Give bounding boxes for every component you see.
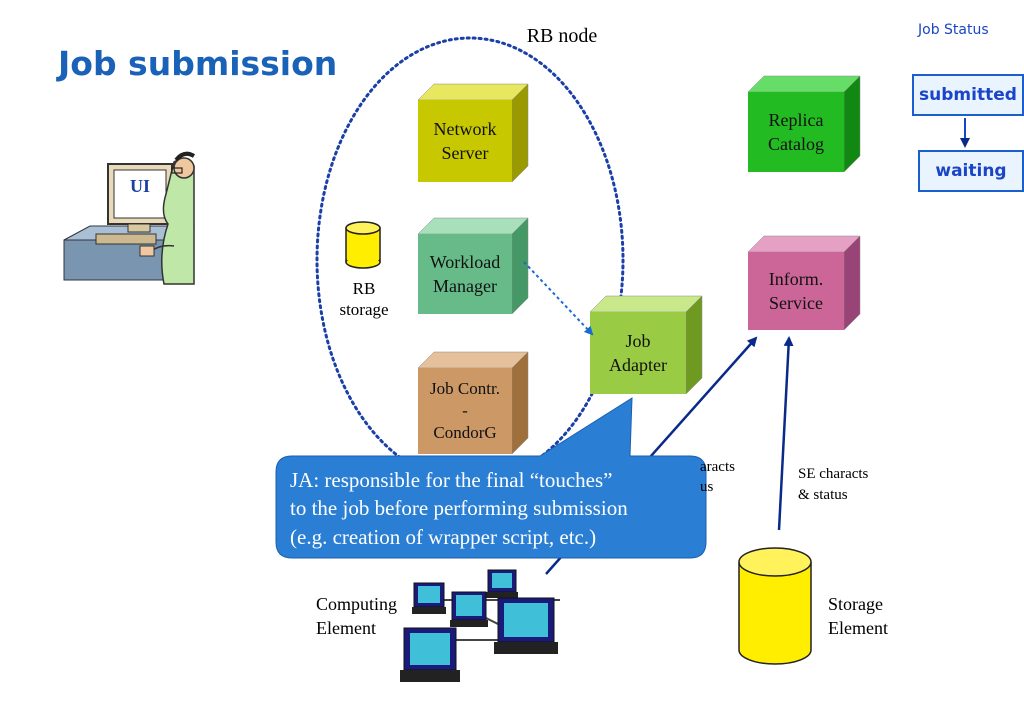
job-controller-label: Job Contr. - CondorG [430,378,500,443]
ui-label: UI [129,176,150,196]
status-waiting: waiting [918,150,1024,192]
job-adapter-box [589,295,703,395]
page-title: Job submission [58,44,338,83]
rb-storage-cylinder [345,221,381,269]
rb-node-label: RB node [526,25,598,47]
se-to-is-arrow [777,336,794,531]
computing-element-icon [400,569,560,682]
workload-manager-box [417,217,529,315]
ui-workstation-icon [63,151,196,285]
callout-text: JA: responsible for the final “touches” … [290,468,628,549]
rb-storage-label: RB storage [339,279,389,320]
callout-bubble [275,397,707,559]
status-submitted: submitted [912,74,1024,116]
se-status-label: SE characts & status [798,466,869,503]
ce-status-label: aracts us [700,459,735,495]
inform-service-label: Inform. Service [768,268,824,313]
replica-catalog-box [747,75,861,173]
storage-element-cylinder [738,547,812,665]
wm-to-ja-arrow [523,261,594,336]
network-server-box [417,83,529,183]
computing-element-label: Computing Element [316,594,398,639]
job-status-heading: Job Status [918,22,989,38]
job-adapter-label: Job Adapter [609,330,667,375]
job-controller-box [417,351,529,455]
storage-element-label: Storage Element [828,594,888,639]
replica-catalog-label: Replica Catalog [768,109,824,154]
network-server-label: Network Server [433,118,497,163]
inform-service-box [747,235,861,331]
workload-manager-label: Workload Manager [429,251,501,296]
